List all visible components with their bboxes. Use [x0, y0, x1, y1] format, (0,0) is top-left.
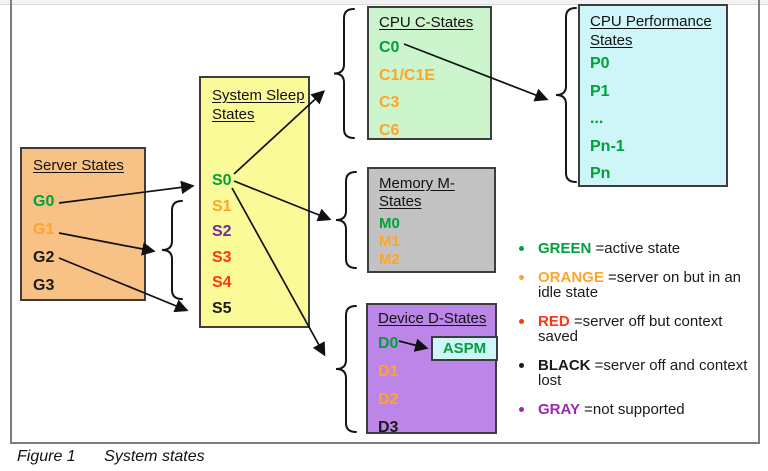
legend-item-black: BLACK =server off and context lost: [512, 356, 764, 389]
legend-definition: =server off and context lost: [538, 356, 748, 389]
legend-item-red: RED =server off but context saved: [512, 312, 764, 345]
state-s0: S0: [212, 172, 232, 189]
brace-device-d-states: [335, 305, 357, 433]
figure-caption-label: Figure 1: [17, 448, 76, 465]
state-c1c1e: C1/C1E: [379, 66, 436, 84]
state-s4: S4: [212, 274, 232, 292]
legend-definition: =server off but context saved: [538, 312, 723, 345]
legend-definition: =active state: [595, 240, 681, 257]
legend-bullet-icon: [519, 362, 524, 368]
brace-sleep-s1-s4-group: [161, 200, 183, 300]
figure-frame-left: [10, 0, 12, 443]
aspm-box: ASPM: [431, 336, 498, 361]
legend-item-green: GREEN =active state: [512, 241, 764, 257]
state-d3: D3: [378, 419, 399, 436]
legend-term: GRAY: [538, 400, 580, 418]
legend-bullet-icon: [519, 246, 524, 251]
figure-frame-bottom: [10, 442, 760, 444]
cpu-c-states-title: CPU C-States: [379, 14, 474, 31]
legend-term: ORANGE: [538, 268, 604, 286]
device-d-states-title: Device D-States: [378, 310, 487, 327]
legend-definition: =server on but in an idle state: [538, 268, 742, 301]
state-c3: C3: [379, 94, 400, 111]
state-s3: S3: [212, 248, 232, 266]
legend-term: BLACK: [538, 356, 591, 374]
legend-definition: =not supported: [584, 400, 685, 418]
state-g2: G2: [33, 249, 55, 266]
state-p1: P1: [590, 82, 610, 100]
page-top-edge: [0, 0, 768, 5]
legend-item-gray: GRAY =not supported: [512, 400, 764, 418]
cpu-performance-states-title: CPU Performance States: [590, 13, 712, 49]
state-s1: S1: [212, 197, 232, 215]
brace-memory-m-states: [335, 171, 357, 269]
state-c0: C0: [379, 39, 400, 56]
state-m0: M0: [379, 215, 400, 232]
legend-term: RED: [538, 312, 570, 330]
state-g0: G0: [33, 193, 55, 210]
legend-bullet-icon: [519, 406, 524, 412]
state-g1: G1: [33, 221, 55, 238]
state-d1: D1: [378, 363, 399, 380]
state-d2: D2: [378, 391, 399, 408]
figure-caption-title: System states: [104, 448, 205, 465]
state-g3: G3: [33, 277, 55, 294]
color-legend: GREEN =active state ORANGE =server on bu…: [512, 241, 764, 430]
brace-cpu-c-states: [333, 8, 355, 139]
state-p0: P0: [590, 55, 610, 72]
state-pn: Pn: [590, 165, 611, 182]
system-sleep-states-title: System Sleep States: [212, 87, 305, 123]
state-c6: C6: [379, 121, 400, 139]
memory-m-states-title: Memory M-States: [379, 175, 455, 210]
state-m2: M2: [379, 251, 400, 269]
brace-cpu-performance-states: [555, 7, 577, 183]
state-d0: D0: [378, 335, 399, 352]
figure-frame-right: [758, 0, 760, 443]
aspm-label: ASPM: [442, 340, 487, 357]
state-pn1: Pn-1: [590, 137, 625, 155]
state-s2: S2: [212, 223, 232, 241]
state-: ...: [590, 110, 604, 127]
legend-term: GREEN: [538, 240, 592, 257]
state-s5: S5: [212, 299, 232, 317]
state-m1: M1: [379, 233, 400, 251]
legend-bullet-icon: [519, 274, 524, 280]
server-states-title: Server States: [33, 157, 124, 174]
figure-caption: Figure 1 System states: [17, 448, 205, 466]
legend-item-orange: ORANGE =server on but in an idle state: [512, 268, 764, 301]
legend-bullet-icon: [519, 318, 524, 324]
